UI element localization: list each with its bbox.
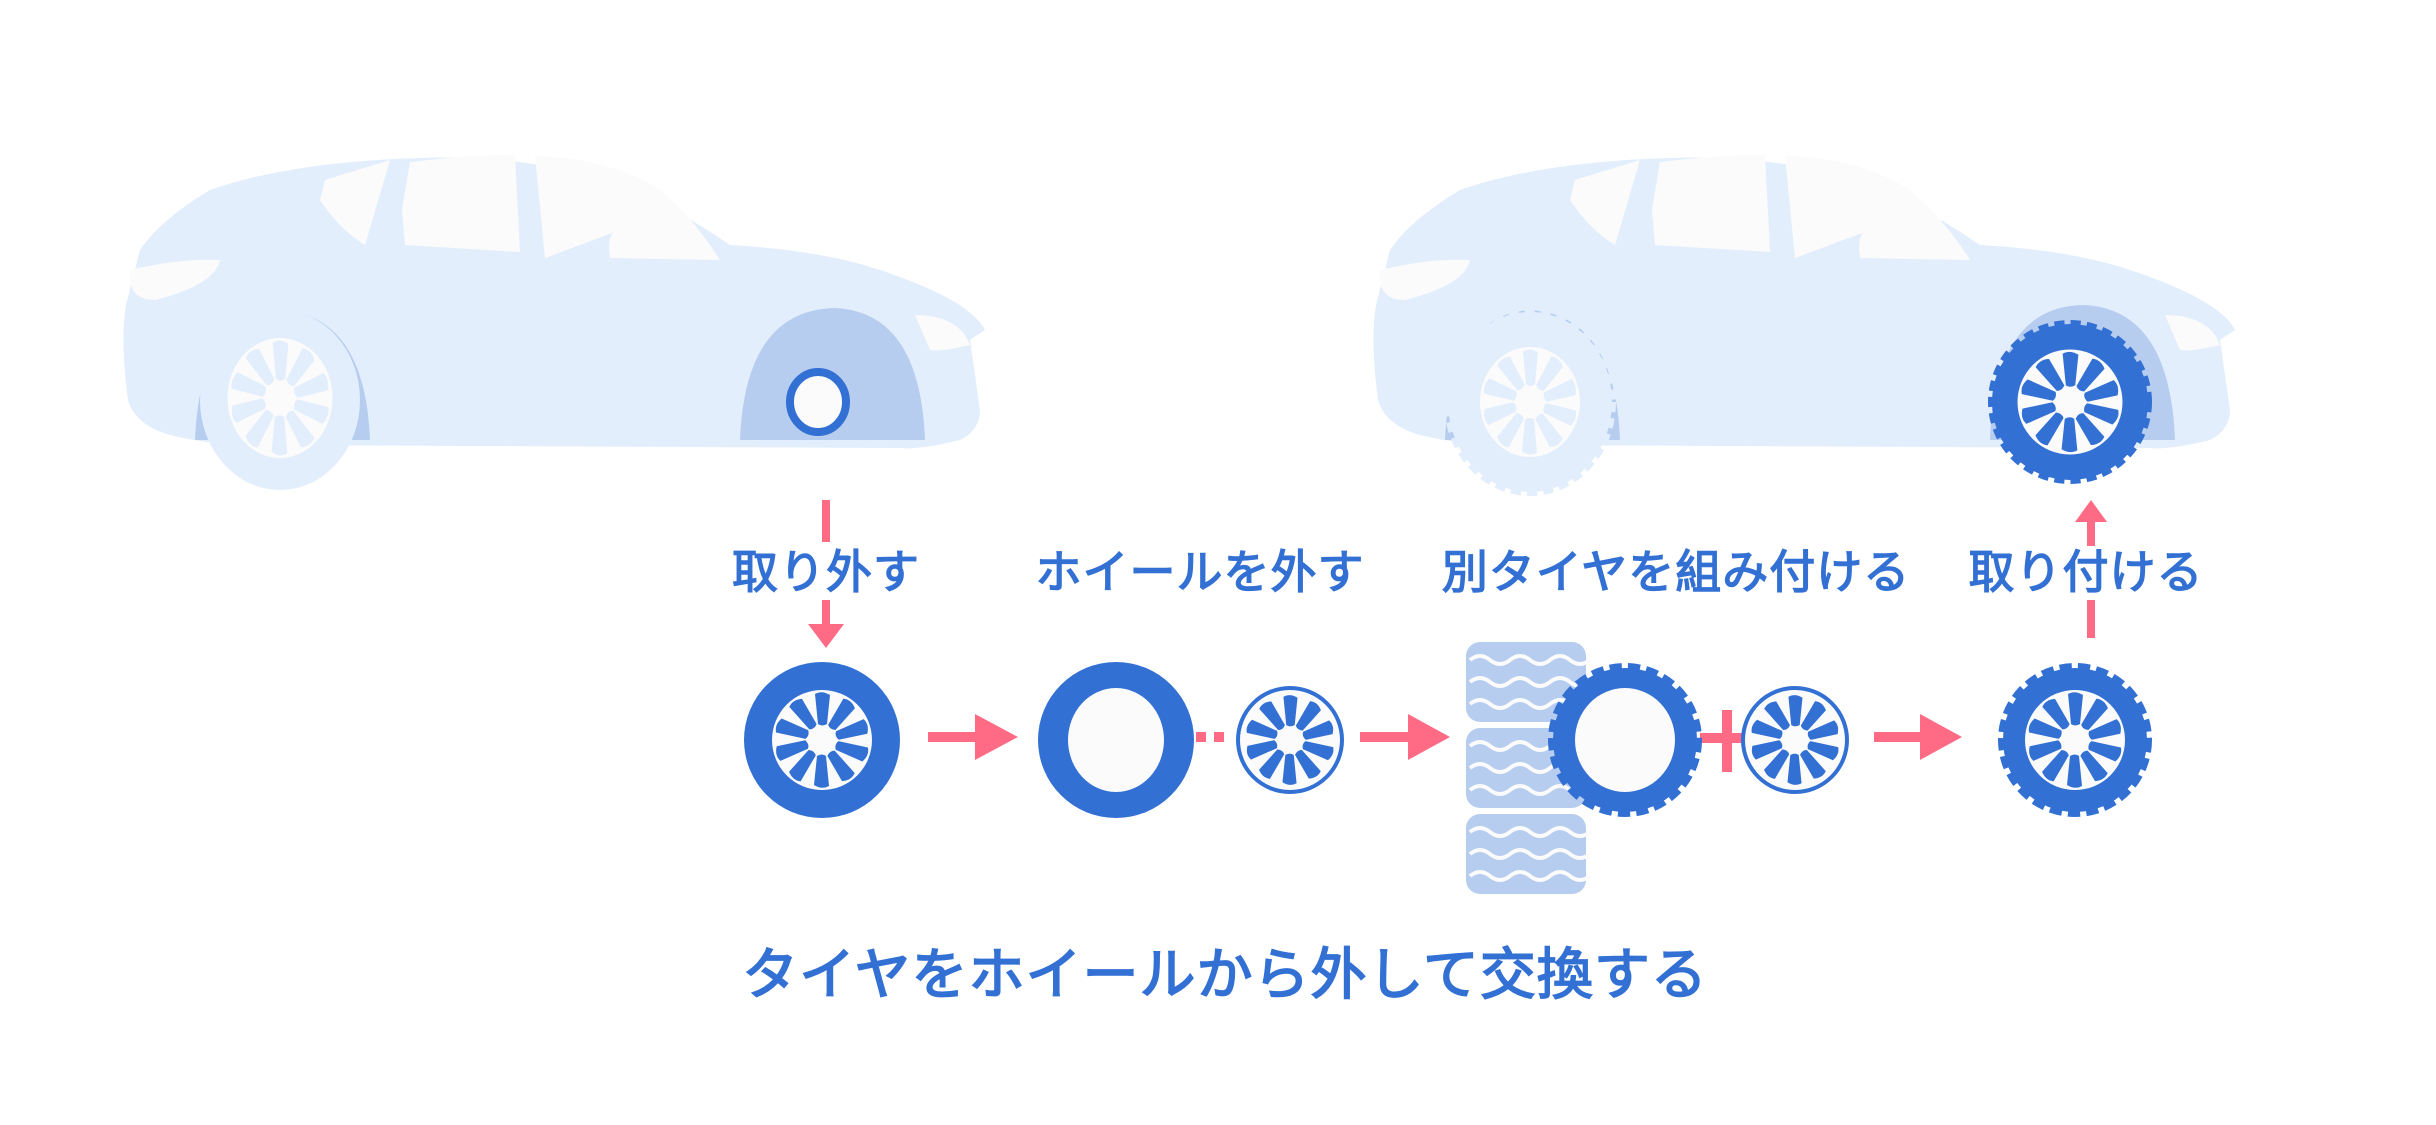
step-label-install: 取り付ける — [1968, 545, 2204, 599]
step-label-remove-wheel: ホイールを外す — [1035, 545, 1365, 599]
arrow-down — [808, 500, 844, 648]
step-label-mount-new-tire: 別タイヤを組み付ける — [1441, 545, 1911, 599]
arrow-up — [2075, 500, 2107, 638]
tire-with-wheel — [744, 662, 900, 818]
plus-sign — [1700, 710, 1756, 772]
arrow-right-2 — [1360, 714, 1450, 760]
step-label-remove: 取り外す — [732, 545, 920, 599]
arrow-right-1 — [928, 714, 1018, 760]
tire-stack-icon — [1466, 642, 1592, 894]
car-after — [1373, 154, 2235, 496]
car-before — [123, 154, 985, 490]
assembled-tire — [1998, 663, 2152, 817]
wheel-only-2 — [1741, 686, 1849, 794]
arrow-right-3 — [1874, 714, 1962, 760]
wheel-only — [1236, 686, 1344, 794]
new-tire — [1548, 663, 1702, 817]
caption: タイヤをホイールから外して交換する — [742, 943, 1708, 1008]
tire-only — [1038, 662, 1194, 818]
